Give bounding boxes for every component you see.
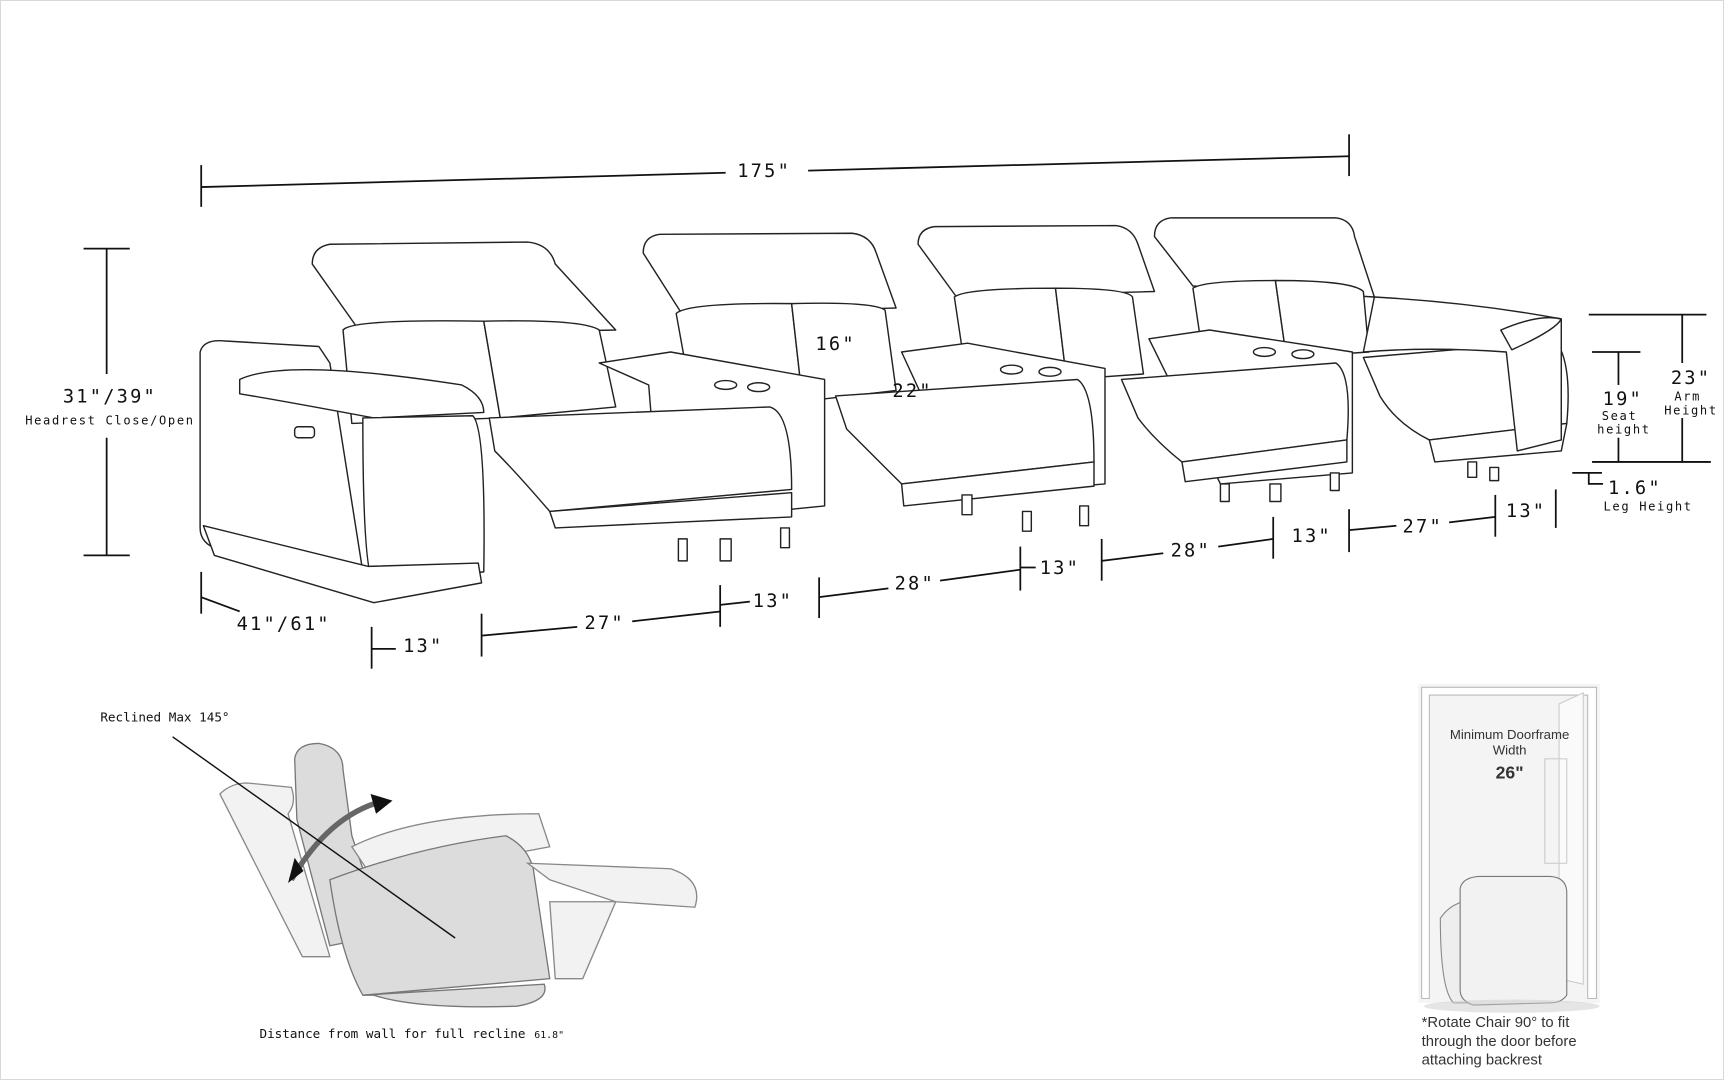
segment-label: 13": [403, 636, 443, 657]
segment-label: 28": [1171, 540, 1211, 561]
recliner-illustration: [172, 736, 698, 1008]
segment-label: 13": [1506, 501, 1546, 522]
overall-width-label: 175": [737, 161, 791, 182]
segment-label: 28": [895, 573, 935, 594]
arm-height-caption: Height: [1664, 404, 1718, 418]
overall-height-label: 31"/39": [63, 387, 157, 408]
recline-distance-note: Distance from wall for full recline 61.8": [259, 1026, 564, 1041]
recline-distance-value: 61.8": [534, 1030, 564, 1041]
seat-width-label: 22": [892, 381, 932, 402]
arm-height-caption: Arm: [1674, 389, 1701, 403]
overall-height-caption: Headrest Close/Open: [25, 414, 195, 428]
depth-label: 41"/61": [237, 614, 331, 635]
doorframe-width: 26": [1496, 763, 1524, 783]
doorframe-note: *Rotate Chair 90° to fit: [1422, 1015, 1571, 1031]
segment-label: 27": [585, 613, 625, 634]
doorframe-note: through the door before: [1422, 1034, 1577, 1050]
leg-height-label: 1.6": [1608, 478, 1662, 499]
segment-label: 27": [1403, 516, 1443, 537]
back-width-label: 16": [815, 334, 855, 355]
doorframe-illustration: [1418, 684, 1600, 1013]
seat-height-caption: height: [1597, 422, 1651, 436]
segment-label: 13": [1292, 526, 1332, 547]
recline-max-label: Reclined Max 145°: [100, 709, 229, 724]
recline-distance-text: Distance from wall for full recline: [259, 1026, 525, 1041]
leg-height-caption: Leg Height: [1604, 499, 1693, 513]
segment-label: 13": [1040, 558, 1080, 579]
doorframe-title: Width: [1493, 742, 1527, 757]
dimension-lines: [83, 134, 1711, 669]
segment-label: 13": [753, 591, 793, 612]
seat-height-caption: Seat: [1602, 409, 1638, 423]
sofa-drawing: [199, 217, 1569, 604]
doorframe-note: attaching backrest: [1422, 1052, 1543, 1068]
doorframe-title: Minimum Doorframe: [1450, 727, 1569, 742]
seat-height-label: 19": [1603, 389, 1643, 410]
arm-height-label: 23": [1671, 368, 1711, 389]
